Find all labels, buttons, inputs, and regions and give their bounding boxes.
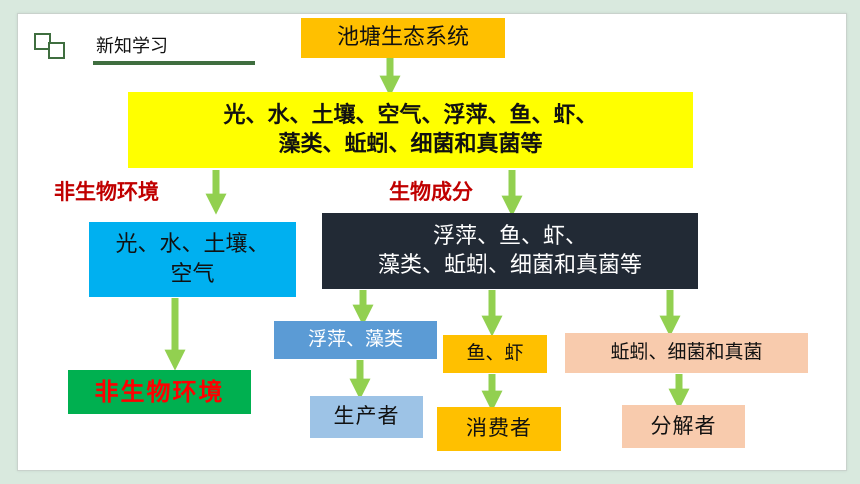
- nonbio-result-box: 非生物环境: [68, 370, 251, 414]
- bio-items-line2: 藻类、蚯蚓、细菌和真菌等: [377, 253, 642, 278]
- consumer-members-box: 鱼、虾: [443, 335, 547, 373]
- consumer-role-box: 消费者: [437, 407, 561, 451]
- nonbio-items-box: 光、水、土壤、 空气: [89, 222, 296, 297]
- header-square-icon: [48, 42, 65, 59]
- nonbio-label: 非生物环境: [54, 179, 159, 204]
- consumer-members: 鱼、虾: [466, 342, 524, 365]
- producer-role-box: 生产者: [310, 396, 423, 438]
- decomposer-role-box: 分解者: [622, 405, 745, 448]
- producer-role: 生产者: [333, 404, 400, 429]
- ecosystem-title: 池塘生态系统: [336, 25, 469, 51]
- bio-items-box: 浮萍、鱼、虾、 藻类、蚯蚓、细菌和真菌等: [322, 213, 698, 289]
- components-text-line1: 光、水、土壤、空气、浮萍、鱼、虾、: [223, 101, 598, 128]
- consumer-role: 消费者: [466, 416, 532, 441]
- producer-members-box: 浮萍、藻类: [274, 321, 437, 359]
- nonbio-items-line1: 光、水、土壤、: [115, 232, 270, 258]
- nonbio-items-line2: 空气: [170, 261, 215, 287]
- header-square-icon: [34, 33, 51, 50]
- components-box: 光、水、土壤、空气、浮萍、鱼、虾、 藻类、蚯蚓、细菌和真菌等: [128, 92, 693, 168]
- section-underline: [93, 61, 255, 65]
- bio-items-line1: 浮萍、鱼、虾、: [432, 223, 587, 249]
- section-title: 新知学习: [96, 36, 168, 57]
- nonbio-result-text: 非生物环境: [94, 377, 225, 407]
- bio-label: 生物成分: [389, 179, 473, 204]
- ecosystem-title-box: 池塘生态系统: [301, 18, 505, 58]
- decomposer-role: 分解者: [650, 413, 717, 438]
- components-text-line2: 藻类、蚯蚓、细菌和真菌等: [278, 131, 543, 157]
- decomposer-members: 蚯蚓、细菌和真菌: [610, 341, 763, 364]
- decomposer-members-box: 蚯蚓、细菌和真菌: [565, 333, 808, 373]
- producer-members: 浮萍、藻类: [307, 328, 403, 351]
